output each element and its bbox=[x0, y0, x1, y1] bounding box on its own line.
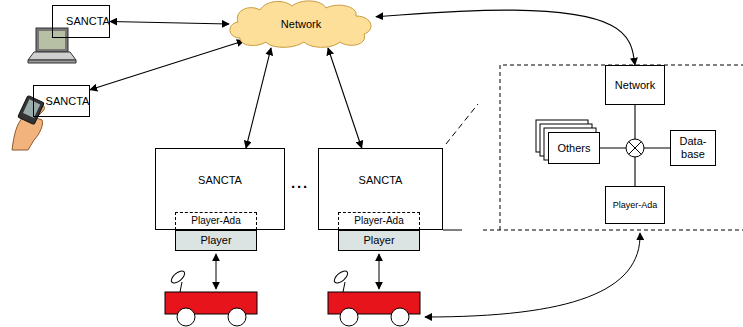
merge-symbol bbox=[626, 139, 644, 157]
phone bbox=[18, 95, 44, 124]
node-text: SANCTA bbox=[46, 95, 90, 108]
ellipsis-label: ··· bbox=[291, 178, 309, 195]
robot-icon bbox=[328, 269, 420, 326]
sancta-box: SANCTA Player-Ada bbox=[155, 148, 285, 230]
laptop-base bbox=[28, 52, 76, 60]
node-text: Others bbox=[557, 142, 590, 155]
robot-link bbox=[425, 233, 640, 317]
node-text: Player bbox=[200, 234, 231, 247]
cloud-outline bbox=[230, 1, 371, 47]
connector bbox=[110, 22, 229, 25]
dish bbox=[332, 269, 349, 285]
base-line bbox=[443, 230, 462, 231]
module-box: Network bbox=[605, 65, 665, 105]
node-text: Network bbox=[615, 79, 655, 92]
connector bbox=[376, 10, 635, 65]
node-text: SANCTA bbox=[198, 174, 242, 187]
robot-link bbox=[379, 254, 380, 289]
hand-phone-icon bbox=[12, 95, 44, 150]
client-box: SANCTA bbox=[33, 85, 90, 117]
player-box: Player bbox=[338, 230, 420, 251]
database-box: Data- base bbox=[670, 130, 716, 166]
node-text: Player-Ada bbox=[191, 215, 240, 227]
robot-link bbox=[216, 254, 217, 289]
zoom-line bbox=[446, 104, 478, 144]
merge-cross bbox=[629, 142, 642, 155]
adapter-box: Player-Ada bbox=[175, 212, 257, 230]
connector bbox=[328, 48, 362, 148]
module-box: Player-Ada bbox=[605, 186, 665, 224]
node-text: Network bbox=[281, 18, 321, 31]
node-text: Player-Ada bbox=[613, 200, 658, 210]
node-text: Player-Ada bbox=[354, 215, 403, 227]
wheel bbox=[177, 308, 195, 326]
wheel bbox=[228, 308, 246, 326]
module-box: Others bbox=[548, 132, 600, 164]
antenna bbox=[343, 282, 345, 292]
wheel bbox=[391, 308, 409, 326]
wheel bbox=[340, 308, 358, 326]
dish bbox=[169, 269, 186, 285]
node-text: SANCTA bbox=[359, 174, 403, 187]
zoom-region bbox=[500, 65, 743, 230]
client-box: SANCTA bbox=[52, 5, 110, 38]
robot-icon bbox=[165, 269, 257, 326]
sancta-box: SANCTA Player-Ada bbox=[318, 148, 443, 230]
node-text: SANCTA bbox=[66, 15, 110, 28]
connector bbox=[90, 41, 244, 90]
player-box: Player bbox=[175, 230, 257, 251]
phone-screen bbox=[23, 99, 40, 118]
node-text: Player bbox=[363, 234, 394, 247]
laptop-edge bbox=[28, 60, 76, 63]
connector bbox=[246, 48, 271, 148]
node-text: Data- base bbox=[674, 135, 712, 160]
antenna bbox=[180, 282, 182, 292]
network-cloud: Network bbox=[226, 0, 376, 48]
adapter-box: Player-Ada bbox=[338, 212, 420, 230]
zoom-region bbox=[483, 230, 743, 231]
